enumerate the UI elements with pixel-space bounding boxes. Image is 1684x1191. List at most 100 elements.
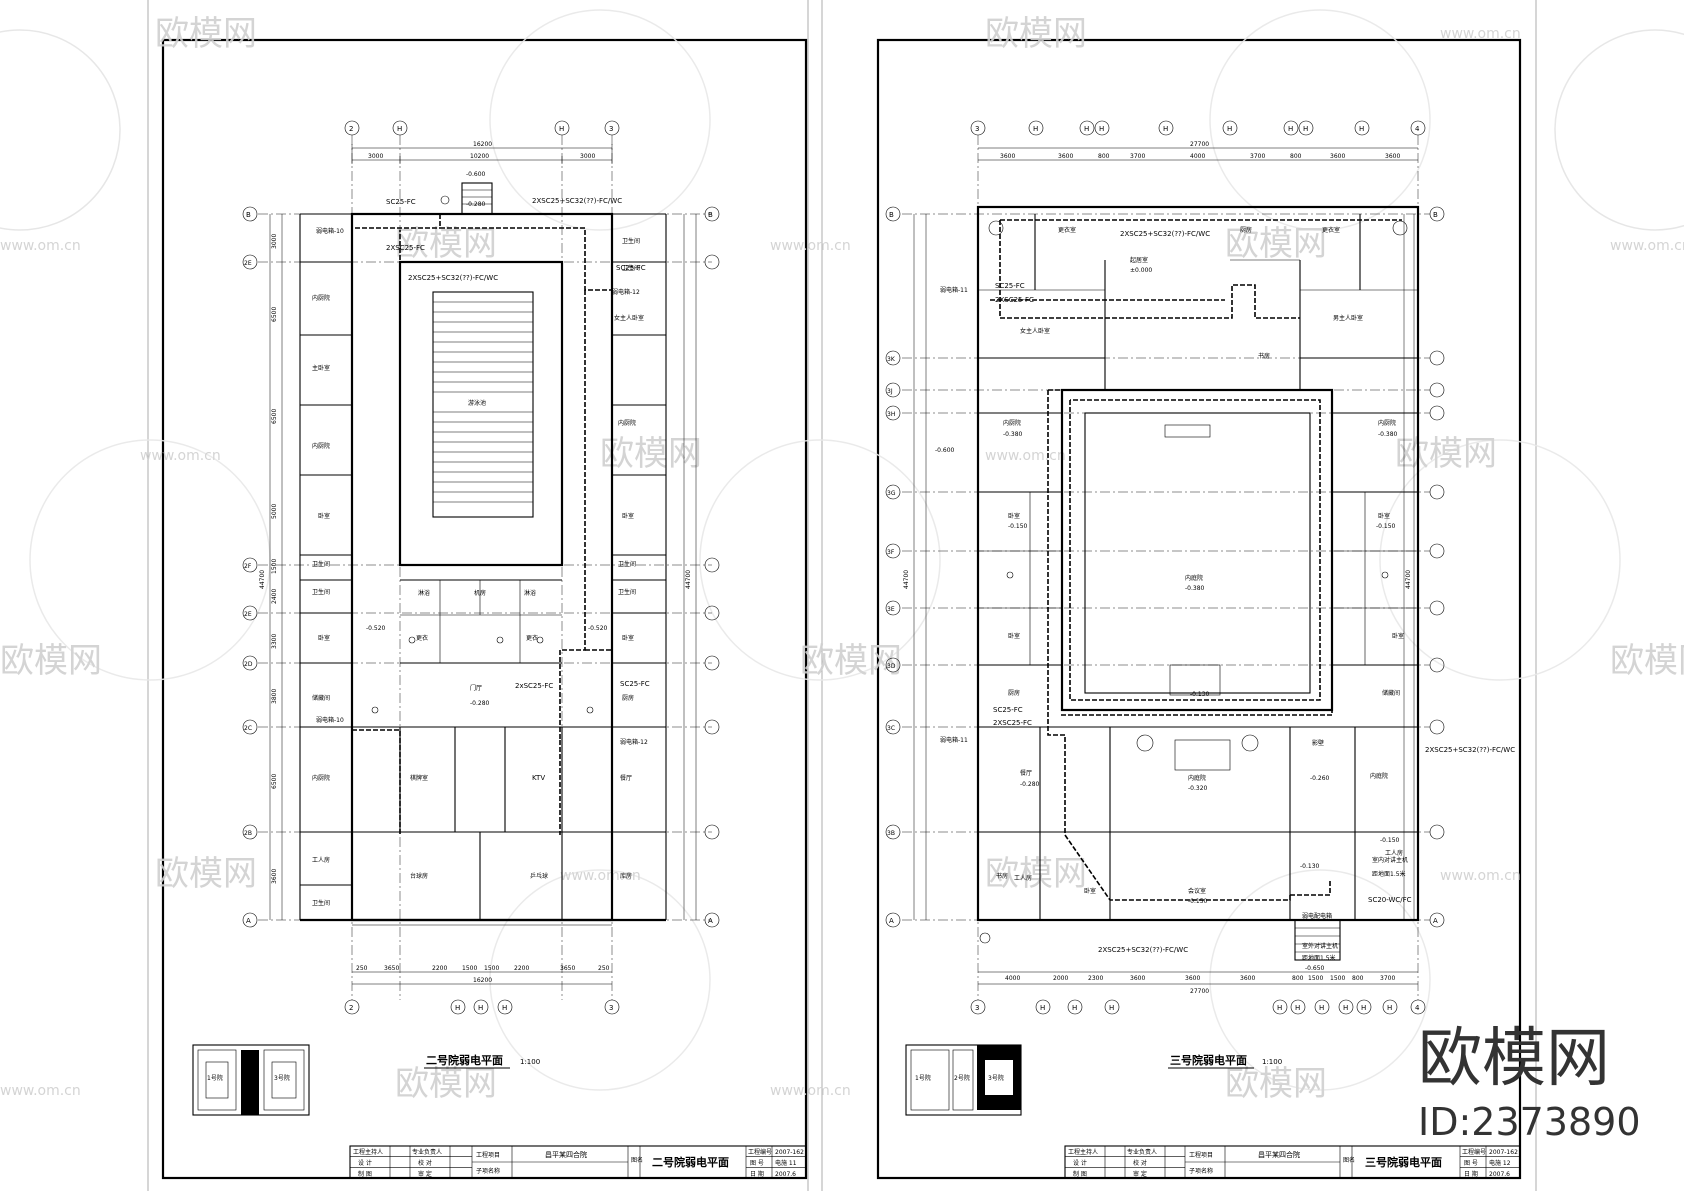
axis-label: 3F	[887, 549, 895, 556]
axis-label: H	[397, 125, 402, 133]
cable-label: 2XSC25+SC32(??)-FC/WC	[408, 274, 498, 282]
note-label: 室内对讲主机	[1372, 856, 1408, 864]
note-label: 室外对讲主机	[1302, 942, 1338, 950]
dim-label: 2200	[514, 965, 529, 972]
dim-label: 250	[598, 965, 610, 972]
keyplan-label: 3号院	[988, 1074, 1004, 1082]
room-label: 工人房	[1385, 849, 1403, 857]
dim-label: 44700	[903, 570, 910, 589]
dim-label: 4000	[1005, 975, 1020, 982]
tb-label: 工程主持人	[353, 1148, 383, 1156]
axis-label: A	[889, 917, 894, 925]
room-label: 台球房	[410, 872, 428, 880]
right-bottom-dims: 4000 2000 2300 3600 3600 3600 800 1500 1…	[978, 971, 1418, 995]
right-fixtures	[979, 220, 1408, 944]
axis-label: B	[246, 211, 251, 219]
asset-id: ID:2373890	[1418, 1100, 1641, 1144]
dim-label: 3000	[271, 234, 278, 249]
right-grid-lines	[902, 135, 1430, 1000]
wm-brand: 欧模网	[1225, 224, 1327, 264]
wm-domain: www.om.cn	[1440, 868, 1521, 884]
tb-project: 昌平某四合院	[545, 1150, 587, 1159]
right-top-dims: 27700 3600 3600 800 3700 4000 3700 800 3…	[978, 141, 1418, 161]
left-bottom-dims: 250 3650 2200 1500 1500 2200 3650 250 16…	[352, 965, 612, 985]
dim-label: 3700	[1250, 153, 1265, 160]
tb-value: 2007-162	[775, 1149, 804, 1156]
room-label: 卧室	[1392, 632, 1404, 640]
wm-domain: www.om.cn	[985, 448, 1066, 464]
axis-label: 3	[975, 1004, 979, 1012]
room-label: 内厨院	[312, 294, 330, 302]
left-pool-hatch	[433, 301, 533, 503]
level-label: -0.150	[1188, 898, 1208, 905]
dim-label: 3600	[1330, 153, 1345, 160]
tb-label: 图 号	[1464, 1160, 1478, 1167]
cable-label: SC20-WC/FC	[1368, 896, 1412, 904]
dim-label: 3650	[384, 965, 399, 972]
room-label: KTV	[532, 774, 545, 782]
dim-label: 4000	[1190, 153, 1205, 160]
tb-label: 校 对	[1133, 1159, 1147, 1167]
dim-label: 3000	[368, 153, 383, 160]
axis-label: H	[1359, 125, 1364, 133]
room-label: 卧室	[1008, 632, 1020, 640]
dim-label: 1500	[1330, 975, 1345, 982]
level-label: -0.280	[466, 201, 486, 208]
axis-label: 2F	[244, 563, 252, 570]
level-label: -0.520	[588, 625, 608, 632]
drawing-title: 三号院弱电平面	[1170, 1053, 1247, 1067]
wm-domain: www.om.cn	[0, 1083, 81, 1099]
right-axis-bubbles-top: 3 H H H H H H H H 4	[970, 120, 1426, 136]
axis-label: H	[1109, 1004, 1114, 1012]
wm-brand: 欧模网	[395, 1064, 497, 1104]
axis-label: A	[1433, 917, 1438, 925]
cable-label: SC25-FC	[995, 282, 1025, 290]
room-label: 卫生间	[622, 237, 640, 245]
right-room-labels: 更衣室 更衣室 厨房 起居室 女主人卧室 男主人卧室 书房 内厨院 内厨院 卧室…	[996, 226, 1404, 895]
dim-label: 3600	[1130, 975, 1145, 982]
room-label: 女主人卧室	[1020, 327, 1050, 335]
dim-label: 3300	[271, 634, 278, 649]
axis-label: 2E	[244, 260, 252, 267]
axis-label: H	[1277, 1004, 1282, 1012]
axis-label: 3K	[887, 356, 896, 363]
left-side-dims: 3000 6500 6500 5000 1500 2400 3300 3800 …	[259, 214, 697, 920]
tb-label: 图名	[1343, 1156, 1355, 1164]
dim-label: 3600	[1385, 153, 1400, 160]
level-label: -0.380	[1378, 431, 1398, 438]
axis-label: H	[1227, 125, 1232, 133]
dim-label: 250	[356, 965, 368, 972]
room-label: 厨房	[1240, 226, 1252, 234]
left-building-walls	[299, 182, 667, 926]
cable-label: 2XSC25+SC32(??)-FC/WC	[532, 197, 622, 205]
level-label: -0.650	[1305, 965, 1325, 972]
wm-domain: www.om.cn	[140, 448, 221, 464]
room-label: 卫生间	[312, 560, 330, 568]
axis-label: H	[1099, 125, 1104, 133]
tb-label: 工程编号	[748, 1148, 772, 1156]
tb-drawing-name: 二号院弱电平面	[652, 1155, 729, 1169]
axis-label: 2	[349, 1004, 353, 1012]
dim-label: 6500	[271, 307, 278, 322]
dim-label: 6500	[271, 409, 278, 424]
tb-label: 专业负责人	[1127, 1148, 1157, 1156]
wm-brand: 欧模网	[1610, 641, 1684, 681]
right-axis-bubbles-bottom: 3 H H H H H H H H H 4	[970, 999, 1426, 1015]
room-label: 储藏间	[1382, 689, 1400, 697]
axis-label: H	[559, 125, 564, 133]
dim-label: 2400	[271, 589, 278, 604]
wm-domain: www.om.cn	[1610, 238, 1684, 254]
dim-label: 3600	[1000, 153, 1015, 160]
right-side-dims: 44700 44700	[903, 214, 1415, 920]
axis-label: 4	[1415, 125, 1420, 133]
left-axis-bubbles-bottom: 2 H H H 3	[344, 999, 620, 1015]
room-label: 书房	[996, 872, 1008, 880]
room-label: 餐厅	[620, 774, 632, 782]
tb-label: 图 号	[750, 1160, 764, 1167]
dim-label: 800	[1292, 975, 1304, 982]
level-label: -0.150	[1380, 837, 1400, 844]
room-label: 卧室	[1378, 512, 1390, 520]
cable-label: 2xSC25-FC	[515, 682, 553, 690]
dim-label: 3600	[1185, 975, 1200, 982]
right-drawing-title: 三号院弱电平面 1:100	[1168, 1053, 1282, 1069]
